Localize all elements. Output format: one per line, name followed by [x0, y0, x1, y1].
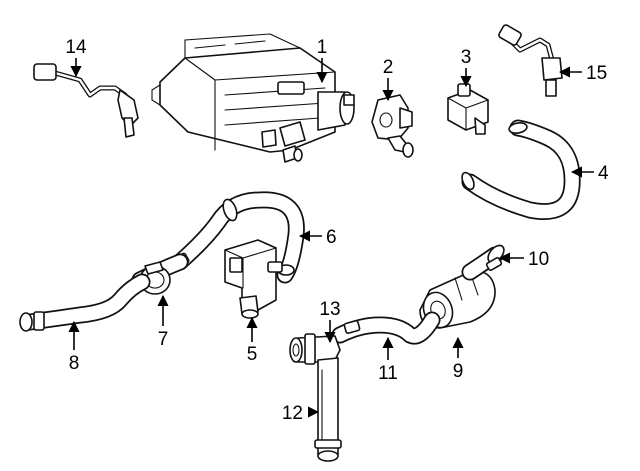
part-1-evap-canister: [151, 33, 355, 163]
callout-12: 12: [282, 403, 303, 424]
part-8-hose: [19, 273, 151, 332]
part-5-valve: [224, 239, 283, 319]
callout-7: 7: [158, 329, 169, 350]
part-11-hose: [331, 311, 441, 345]
callout-leaders: [68, 58, 594, 418]
callout-5: 5: [247, 344, 258, 365]
part-15-oxygen-sensor: [498, 24, 563, 97]
part-14-oxygen-sensor: [33, 63, 139, 138]
part-12-tube: [314, 357, 342, 462]
part-2-purge-valve: [371, 94, 414, 158]
callout-11: 11: [378, 363, 398, 384]
callout-10: 10: [528, 249, 549, 270]
callout-4: 4: [598, 163, 609, 184]
part-10-fitting: [461, 244, 505, 281]
callout-2: 2: [383, 57, 394, 78]
callout-14: 14: [65, 37, 87, 58]
callout-15: 15: [586, 63, 607, 84]
callout-13: 13: [319, 299, 340, 320]
callout-3: 3: [461, 47, 472, 68]
callout-9: 9: [453, 361, 464, 382]
callout-1: 1: [317, 37, 328, 58]
callout-labels: 1 2 3 4 5 6 7 8 9 10 11 12 13 14 15: [65, 37, 609, 424]
part-4-hose: [461, 119, 581, 221]
callout-8: 8: [69, 353, 80, 374]
part-9-filter: [419, 270, 496, 329]
callout-6: 6: [326, 227, 337, 248]
part-3-vent-valve: [447, 83, 489, 135]
